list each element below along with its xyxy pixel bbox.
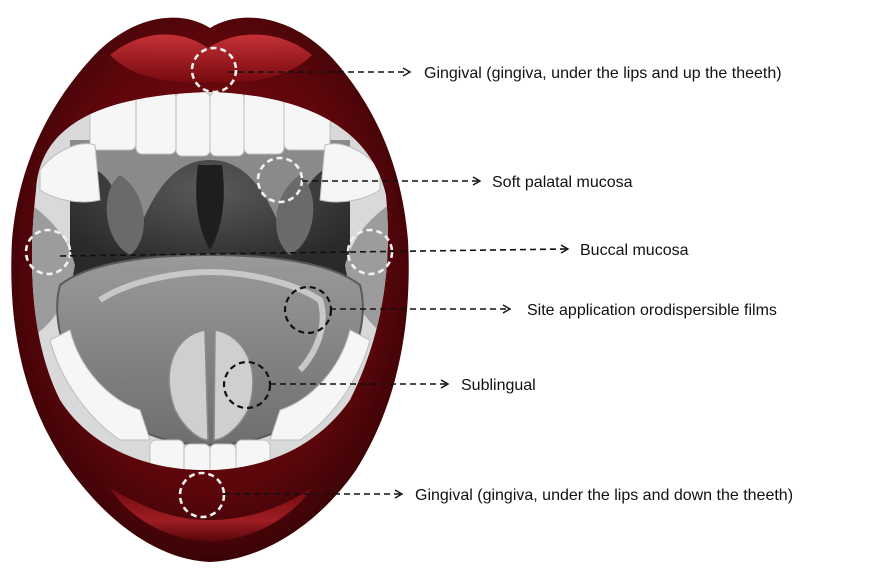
label-buccal: Buccal mucosa [580, 242, 689, 259]
label-gingival-lower: Gingival (gingiva, under the lips and do… [415, 487, 793, 504]
label-sublingual: Sublingual [461, 377, 536, 394]
label-odf-site: Site application orodispersible films [527, 302, 777, 319]
labels: Gingival (gingiva, under the lips and up… [415, 65, 793, 504]
label-gingival-upper: Gingival (gingiva, under the lips and up… [424, 65, 782, 82]
arrowhead-gingival-upper [403, 68, 410, 76]
label-soft-palatal: Soft palatal mucosa [492, 174, 633, 191]
